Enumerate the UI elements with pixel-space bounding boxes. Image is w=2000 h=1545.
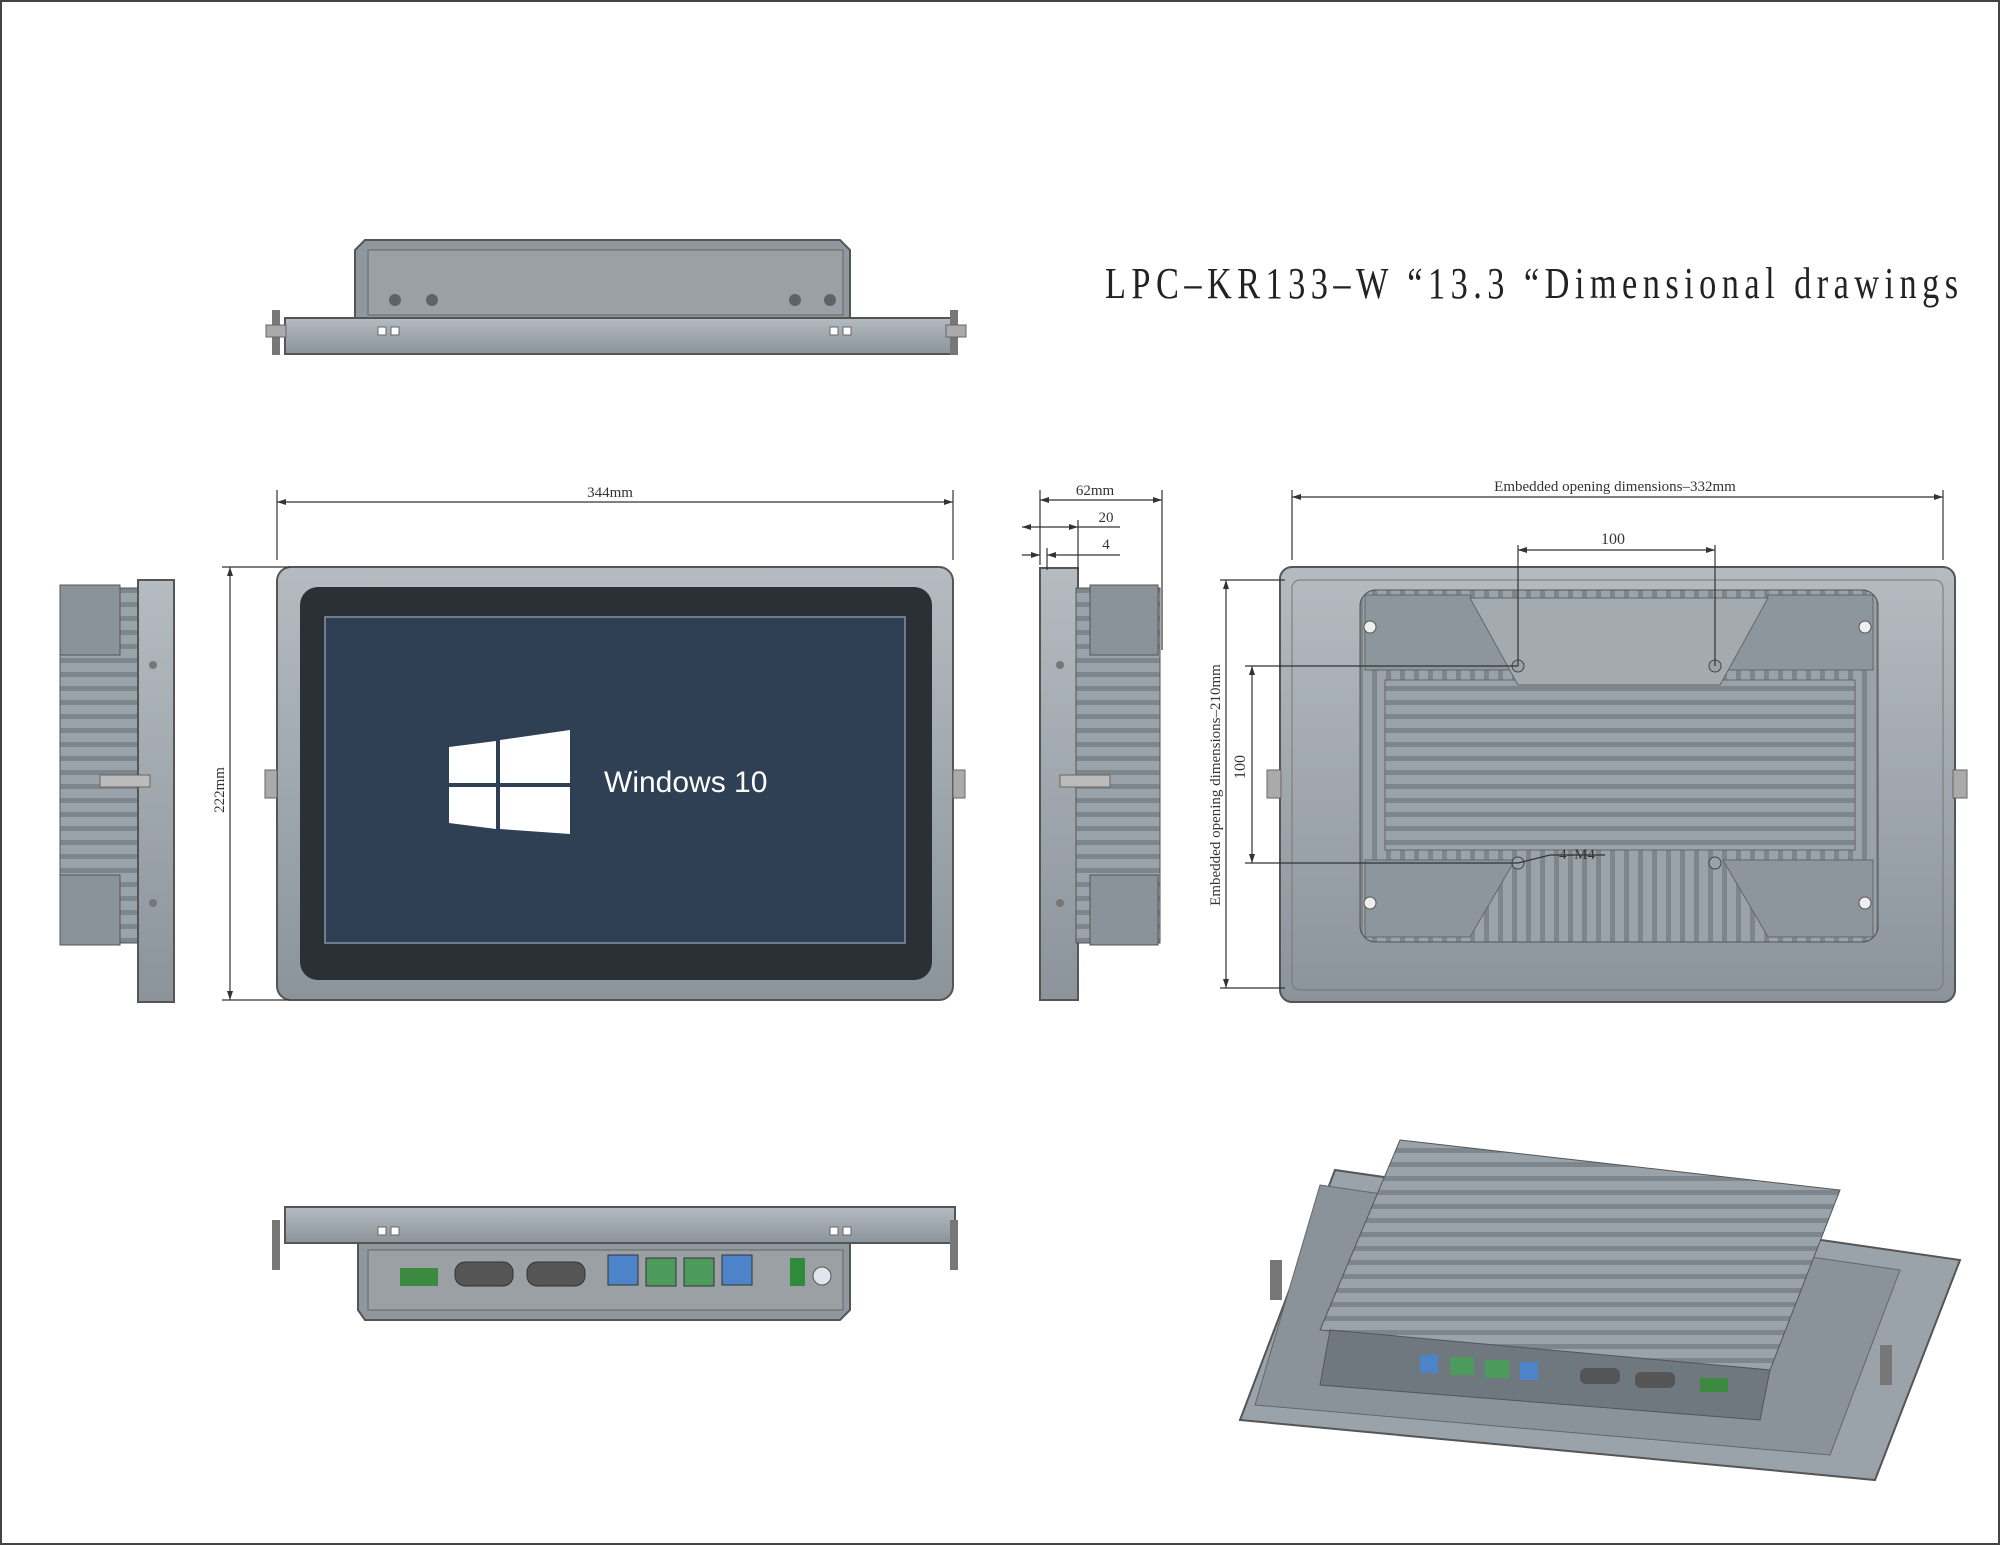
bezel-depth-dimension: 20	[1099, 510, 1114, 526]
width-dimension: 344mm	[587, 485, 633, 501]
power-button-icon	[812, 1266, 832, 1286]
opening-height-dimension: Embedded opening dimensions–210mm	[1208, 664, 1224, 906]
rear-dimensions	[1220, 490, 1944, 989]
top-view	[265, 239, 967, 355]
opening-width-dimension: Embedded opening dimensions–332mm	[1494, 479, 1736, 495]
screen-area	[324, 616, 906, 944]
terminal-block	[790, 1258, 805, 1286]
bottom-view	[272, 1206, 958, 1321]
usb-port	[607, 1254, 639, 1286]
vesa-horizontal-dimension: 100	[1601, 531, 1625, 548]
os-label: Windows 10	[604, 766, 767, 799]
drawing-title: LPC–KR133–W “13.3 “Dimensional drawings	[1105, 259, 1964, 308]
right-side-view	[1039, 567, 1161, 1001]
lan-port	[683, 1257, 715, 1287]
depth-dimensions	[1022, 490, 1163, 650]
depth-dimension: 62mm	[1076, 483, 1115, 499]
front-dimensions	[222, 490, 954, 1001]
com-port	[526, 1261, 586, 1287]
front-depth-dimension: 4	[1102, 537, 1110, 553]
front-view: Windows 10	[264, 566, 966, 1001]
rear-view	[1266, 566, 1968, 1003]
com-port	[454, 1261, 514, 1287]
left-side-view	[59, 579, 175, 1003]
height-dimension: 222mm	[212, 767, 228, 813]
vesa-vertical-dimension: 100	[1232, 755, 1249, 779]
screw-spec: 4–M4	[1559, 847, 1595, 863]
lan-port	[645, 1257, 677, 1287]
windows-logo-icon	[449, 730, 570, 834]
usb-port	[721, 1254, 753, 1286]
power-terminal	[400, 1268, 438, 1286]
isometric-view	[1238, 1139, 1962, 1482]
